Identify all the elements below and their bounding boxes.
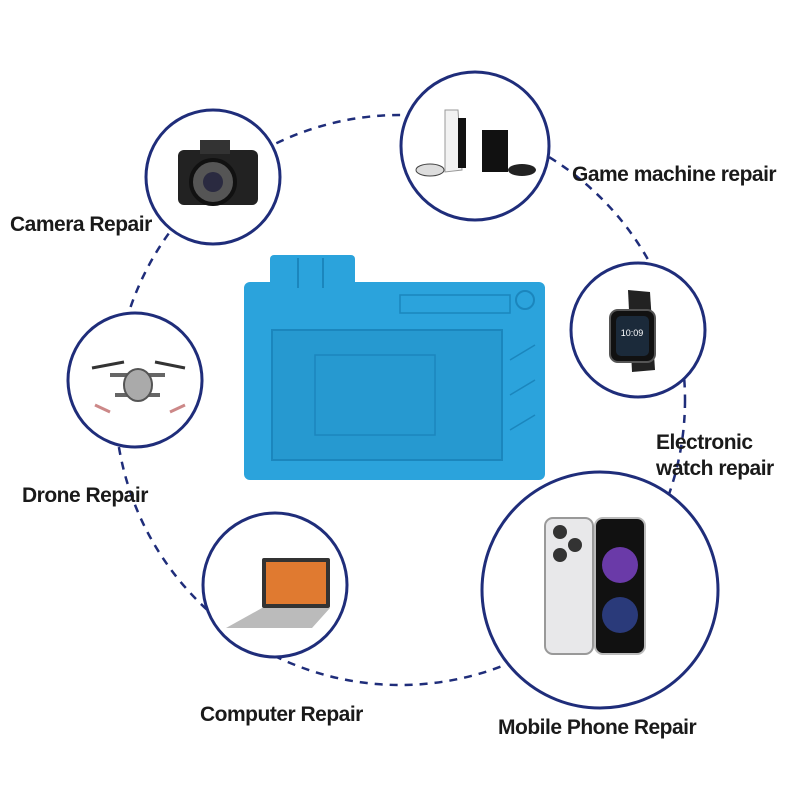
game-machine-repair-label: Game machine repair (572, 163, 777, 186)
game-circle (399, 70, 551, 222)
silicone-mat (244, 255, 545, 480)
drone-repair-label: Drone Repair (22, 484, 148, 507)
drone-icon (91, 360, 186, 414)
camera-repair-label: Camera Repair (10, 213, 152, 236)
phone-icon (544, 517, 646, 655)
svg-text:10:09: 10:09 (621, 328, 644, 338)
dashed-orbit (113, 113, 687, 687)
game-console-icon (415, 109, 536, 177)
smartwatch-icon: 10:09 (609, 290, 656, 372)
camera-icon (178, 140, 258, 206)
mobile-phone-repair-label: Mobile Phone Repair (498, 716, 697, 739)
watch-label-line2: watch repair (656, 457, 774, 480)
computer-repair-label: Computer Repair (200, 703, 363, 726)
laptop-icon (226, 558, 330, 628)
watch-label-line1: Electronic (656, 431, 753, 454)
electronic-watch-repair-label: Electronic watch repair (656, 430, 774, 482)
